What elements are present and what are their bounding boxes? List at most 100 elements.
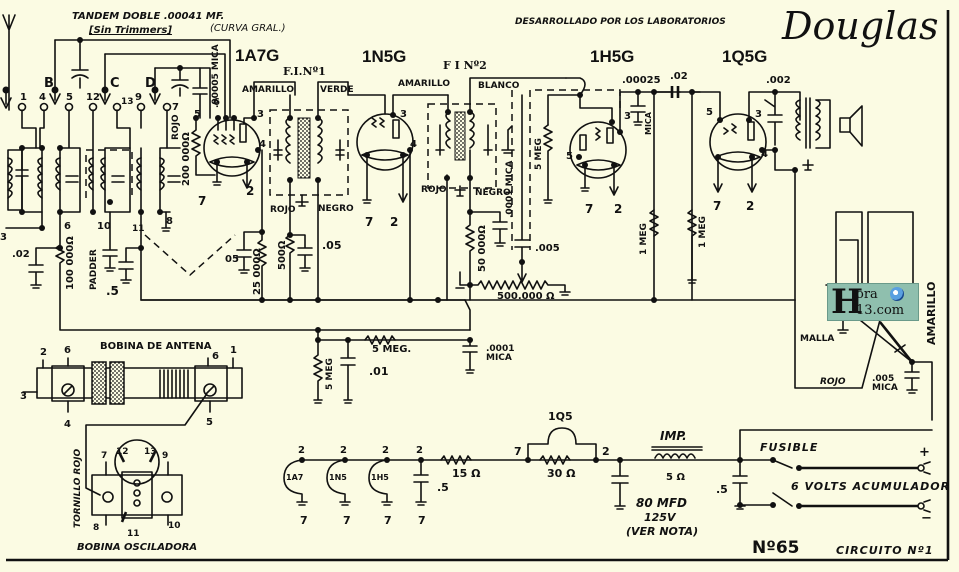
resistor-5meg-avc xyxy=(313,329,323,404)
filament-pin-bottom: 7 xyxy=(418,514,426,527)
antenna-coil-pin: 4 xyxy=(64,419,71,430)
pin-label: 10 xyxy=(97,221,111,232)
resistor-5meg-series xyxy=(364,335,396,345)
wire-rojo-if1: ROJO xyxy=(270,205,296,215)
capacitor-80mfd xyxy=(611,459,629,510)
antenna-coil-pin: 6 xyxy=(212,351,219,362)
filament-pin-top: 2 xyxy=(340,445,347,456)
label-c-0001-avc: .0001 MICA xyxy=(486,344,515,363)
choke-imp xyxy=(654,453,696,459)
field-coil-plug xyxy=(825,211,919,286)
shield-separator xyxy=(144,234,236,277)
speaker-lead-amarillo: AMARILLO xyxy=(925,281,938,345)
label-c-01: .01 xyxy=(369,365,389,378)
label-pot-500k: 500.000 Ω xyxy=(497,291,555,302)
brand-logo: Douglas xyxy=(782,4,939,48)
label-r-100k: 100 000Ω xyxy=(65,236,76,290)
watermark-line2: 13.com xyxy=(856,303,905,318)
tube-1h5g xyxy=(535,77,681,204)
label-r-200k: 200 000Ω xyxy=(181,132,192,186)
tube-label-1a7g: 1A7G xyxy=(235,46,280,65)
label-1q5-pin-2: 2 xyxy=(602,445,610,458)
label-pin-3-1n5: 3 xyxy=(400,109,407,120)
label-cap-note: (VER NOTA) xyxy=(626,525,699,538)
tube-label-1h5g: 1H5G xyxy=(590,47,635,66)
lead-rojo xyxy=(794,299,881,389)
oscillator-coil-pin: 9 xyxy=(162,451,169,461)
antenna-coil-pin: 6 xyxy=(64,345,71,356)
label-pin-5-1h5: 5 xyxy=(566,151,573,162)
label-padder: PADDER xyxy=(89,249,99,290)
resistor-15 xyxy=(440,455,472,465)
label-c-02: .02 xyxy=(12,249,30,260)
minus-terminal-label: − xyxy=(921,511,932,526)
label-pin-4-1n5: 4 xyxy=(410,139,417,150)
pin-label: 6 xyxy=(64,221,71,232)
label-1q5-pin-7: 7 xyxy=(514,445,522,458)
watermark-line1: ora xyxy=(856,287,878,302)
label-pin-6: 6 xyxy=(213,97,220,108)
oscillator-coil-title: BOBINA OSCILADORA xyxy=(77,542,198,553)
label-pin-5: 5 xyxy=(194,109,201,120)
capacitor-00025 xyxy=(630,91,646,126)
filament-pin-top: 2 xyxy=(416,445,423,456)
label-r-15: 15 Ω xyxy=(452,467,481,480)
switch-label-d: D xyxy=(145,76,156,91)
label-pin-4-1a7: 4 xyxy=(259,139,266,150)
wire-blanco: BLANCO xyxy=(478,81,520,91)
filament-1a7 xyxy=(283,459,308,506)
label-c-05b: .05 xyxy=(322,239,342,252)
tube-label-1n5g: 1N5G xyxy=(362,47,407,66)
filament-1n5 xyxy=(326,459,351,506)
label-choke-value: 5 Ω xyxy=(666,472,685,483)
label-c-02-coupling: .02 xyxy=(670,71,688,82)
label-pin-7-1h5: 7 xyxy=(585,202,594,216)
antenna-coil-pin: 2 xyxy=(40,347,47,358)
label-choke: IMP. xyxy=(660,429,687,443)
tube-1q5g xyxy=(709,89,801,301)
label-r-5meg-series: 5 MEG. xyxy=(372,344,412,355)
label-pin-2-1h5: 2 xyxy=(614,202,623,216)
label-c-002: .002 xyxy=(766,75,791,86)
rf-coil-bank xyxy=(5,109,181,231)
label-c-005-mica: .005 MICA xyxy=(872,374,898,393)
tandem-capacitor-label: TANDEM DOBLE .00041 MF. xyxy=(72,11,225,22)
resistor-1meg-b xyxy=(687,209,697,284)
curve-note: (CURVA GRAL.) xyxy=(210,23,286,34)
capacitor-05b-decoupling xyxy=(289,234,313,272)
oscillator-coil-pin: 13 xyxy=(144,447,157,457)
pin-label: 8 xyxy=(166,216,173,227)
tandem-capacitor-b xyxy=(171,67,189,97)
label-pin-2-1a7: 2 xyxy=(246,184,255,198)
label-pin-7-1q5: 7 xyxy=(713,199,722,213)
speaker-icon xyxy=(839,105,863,147)
antenna-coil-title: BOBINA DE ANTENA xyxy=(100,341,212,352)
wire-negro-if2: NEGRO xyxy=(475,188,511,198)
capacitor-002 xyxy=(764,91,783,146)
filament-tube-1a7: 1A7 xyxy=(286,473,304,482)
label-pin-7-1n5: 7 xyxy=(365,215,374,229)
label-r-50k: 50 000Ω xyxy=(477,225,488,272)
filament-pin-top: 2 xyxy=(298,445,305,456)
credit-text: DESARROLLADO POR LOS LABORATORIOS xyxy=(515,17,726,27)
diagram-number: Nº65 xyxy=(752,538,800,558)
label-pin-3-1a7: 3 xyxy=(257,109,264,120)
pin-label: 4 xyxy=(39,92,46,103)
if1-label: F.I.Nº1 xyxy=(283,65,326,78)
if2-label: F I Nº2 xyxy=(443,59,487,72)
filament-1h5 xyxy=(368,459,393,506)
if-transformer-1 xyxy=(269,81,349,196)
pin-label: 11 xyxy=(132,224,145,234)
pin-label: 9 xyxy=(135,92,142,103)
oscillator-coil-pin: 8 xyxy=(93,523,100,533)
circuit-number: CIRCUITO Nº1 xyxy=(836,544,934,557)
capacitor-5 xyxy=(118,247,142,284)
antenna-icon xyxy=(2,14,16,111)
oscillator-coil-drawing xyxy=(91,439,183,526)
label-rojo-osc: ROJO xyxy=(171,114,181,140)
filament-pin-bottom: 7 xyxy=(300,514,308,527)
padder-capacitor xyxy=(102,211,118,272)
label-pin-4-1q5: 4 xyxy=(761,149,768,160)
watermark-logo: H ora 13.com xyxy=(827,282,919,322)
